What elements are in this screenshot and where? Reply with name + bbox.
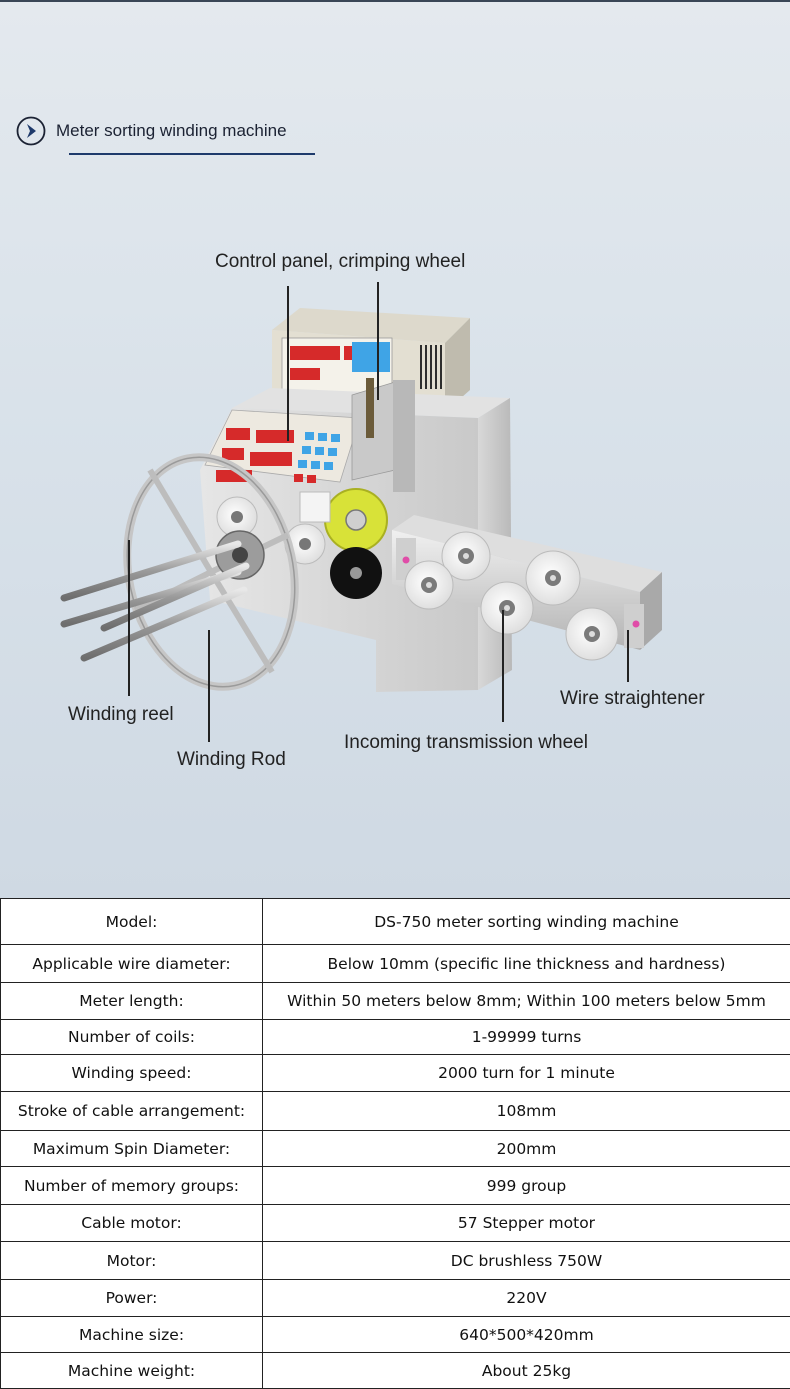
spec-row: Meter length:Within 50 meters below 8mm;…: [1, 983, 790, 1020]
spec-label: Cable motor:: [1, 1205, 263, 1242]
spec-row: Motor:DC brushless 750W: [1, 1242, 790, 1280]
leader-control-panel-right: [377, 282, 379, 400]
spec-row: Applicable wire diameter:Below 10mm (spe…: [1, 945, 790, 983]
spec-value: Within 50 meters below 8mm; Within 100 m…: [263, 983, 790, 1020]
spec-value: 999 group: [263, 1167, 790, 1205]
spec-row: Number of memory groups:999 group: [1, 1167, 790, 1205]
spec-label: Applicable wire diameter:: [1, 945, 263, 983]
leader-control-panel-left: [287, 286, 289, 441]
spec-value: DS-750 meter sorting winding machine: [263, 899, 790, 945]
spec-value: 1-99999 turns: [263, 1020, 790, 1055]
spec-row: Machine weight:About 25kg: [1, 1353, 790, 1389]
spec-label: Machine weight:: [1, 1353, 263, 1389]
spec-label: Power:: [1, 1280, 263, 1317]
spec-label: Stroke of cable arrangement:: [1, 1092, 263, 1131]
spec-value: 640*500*420mm: [263, 1317, 790, 1353]
machine-illustration: [0, 0, 790, 898]
leader-winding-rod: [208, 630, 210, 742]
spec-value: Below 10mm (specific line thickness and …: [263, 945, 790, 983]
spec-label: Meter length:: [1, 983, 263, 1020]
spec-row: Power:220V: [1, 1280, 790, 1317]
leader-wire-straightener: [627, 630, 629, 682]
spec-row: Number of coils:1-99999 turns: [1, 1020, 790, 1055]
callout-wire-straightener: Wire straightener: [560, 688, 705, 710]
spec-row: Model:DS-750 meter sorting winding machi…: [1, 899, 790, 945]
callout-control-panel: Control panel, crimping wheel: [215, 251, 465, 273]
spec-row: Winding speed:2000 turn for 1 minute: [1, 1055, 790, 1092]
spec-value: 2000 turn for 1 minute: [263, 1055, 790, 1092]
spec-row: Machine size:640*500*420mm: [1, 1317, 790, 1353]
spec-value: 220V: [263, 1280, 790, 1317]
leader-winding-reel: [128, 540, 130, 696]
spec-row: Cable motor:57 Stepper motor: [1, 1205, 790, 1242]
spec-label: Number of coils:: [1, 1020, 263, 1055]
callout-incoming-wheel: Incoming transmission wheel: [344, 732, 588, 754]
spec-row: Maximum Spin Diameter:200mm: [1, 1131, 790, 1167]
spec-label: Motor:: [1, 1242, 263, 1280]
spec-label: Number of memory groups:: [1, 1167, 263, 1205]
spec-value: About 25kg: [263, 1353, 790, 1389]
product-showcase: Meter sorting winding machine: [0, 0, 790, 898]
spec-label: Model:: [1, 899, 263, 945]
spec-value: 57 Stepper motor: [263, 1205, 790, 1242]
callout-winding-rod: Winding Rod: [177, 749, 286, 771]
spec-row: Stroke of cable arrangement:108mm: [1, 1092, 790, 1131]
spec-table: Model:DS-750 meter sorting winding machi…: [0, 898, 790, 1389]
spec-label: Winding speed:: [1, 1055, 263, 1092]
spec-label: Machine size:: [1, 1317, 263, 1353]
callout-winding-reel: Winding reel: [68, 704, 174, 726]
spec-value: 108mm: [263, 1092, 790, 1131]
spec-value: DC brushless 750W: [263, 1242, 790, 1280]
spec-label: Maximum Spin Diameter:: [1, 1131, 263, 1167]
spec-value: 200mm: [263, 1131, 790, 1167]
leader-incoming-wheel: [502, 610, 504, 722]
